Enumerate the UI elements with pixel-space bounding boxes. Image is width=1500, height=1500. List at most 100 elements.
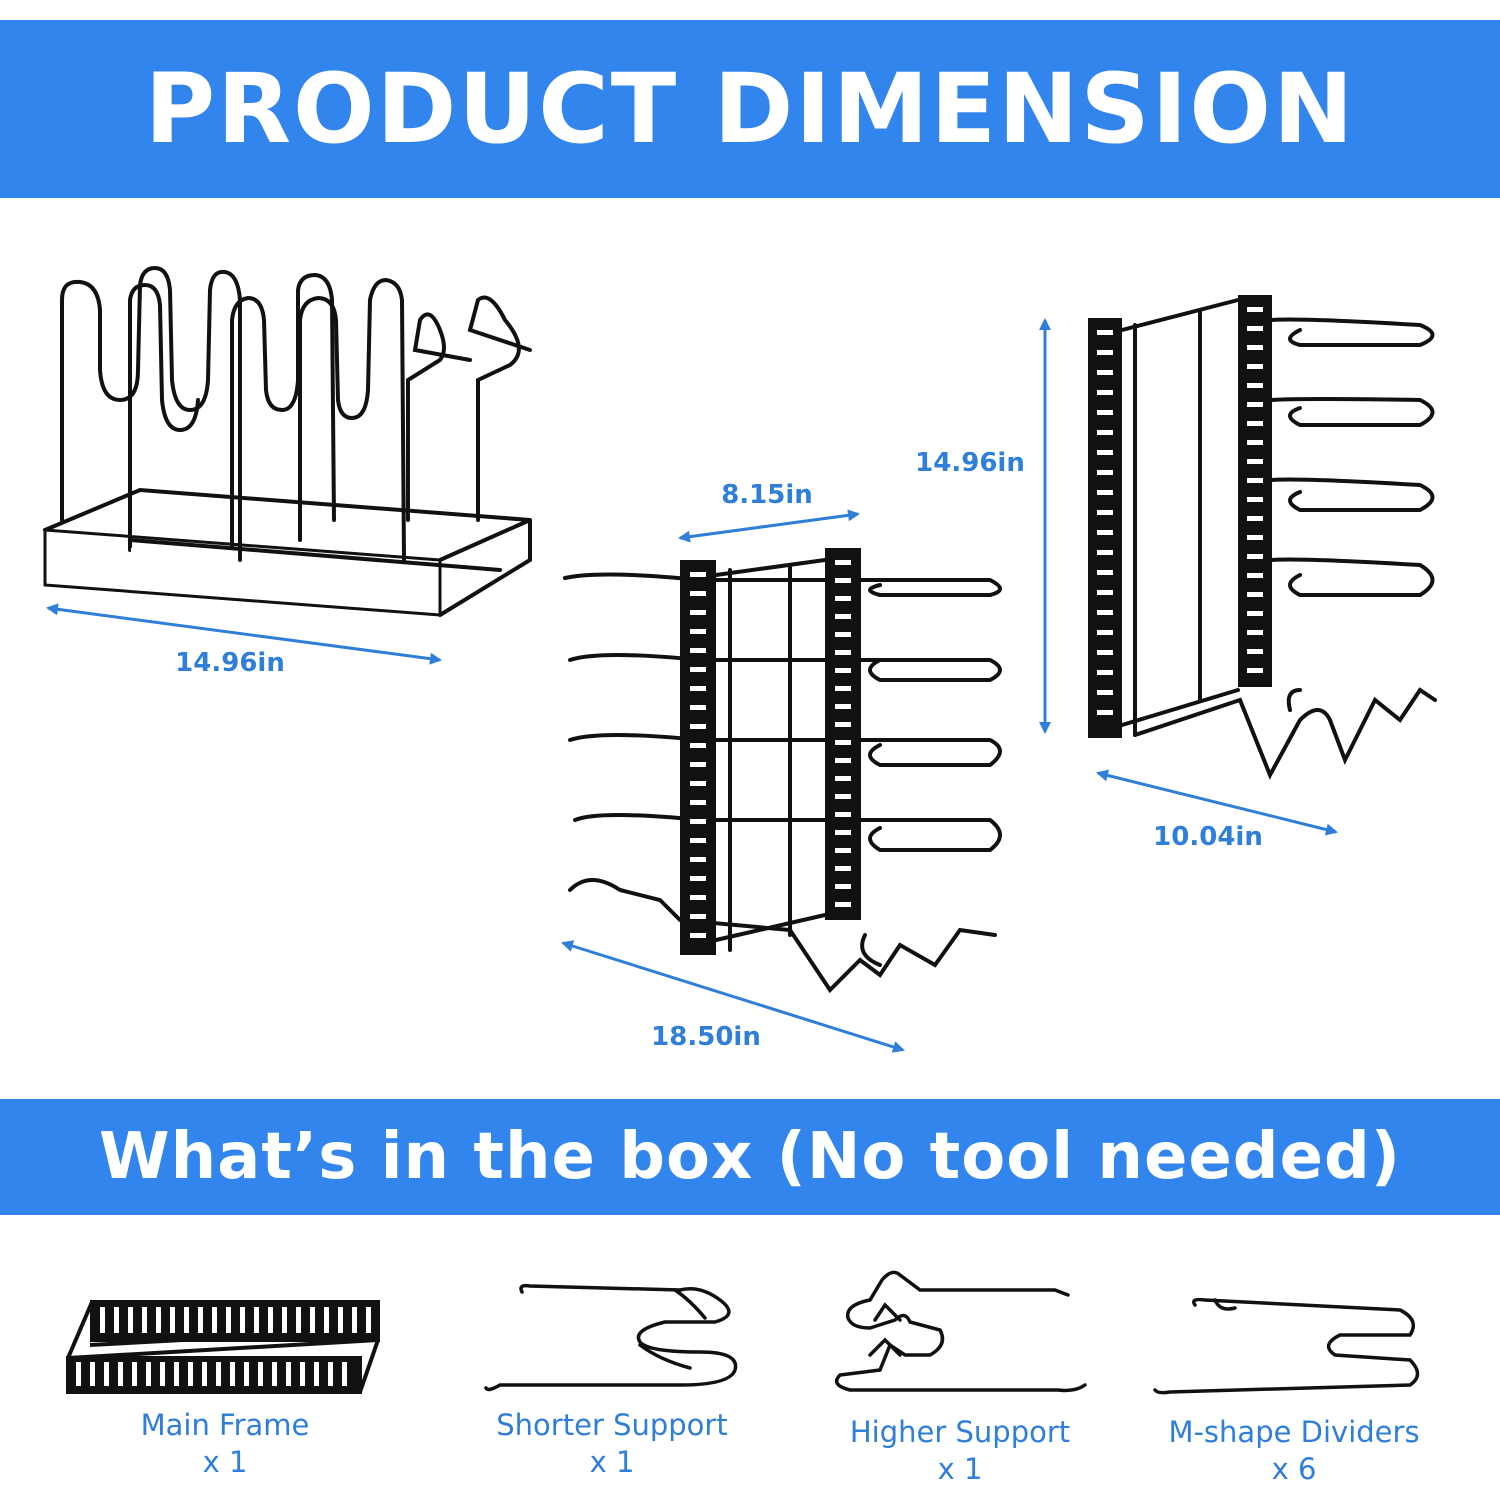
slot-cutout xyxy=(1247,402,1263,407)
slot-cutout xyxy=(690,857,706,862)
slot-cutout xyxy=(90,1362,95,1386)
slot-cutout xyxy=(690,743,706,748)
slot-cutout xyxy=(1097,430,1113,435)
slot-cutout xyxy=(302,560,307,593)
main-frame-image xyxy=(66,1300,380,1394)
m-shape-divider-image xyxy=(1153,1297,1420,1395)
slot-cutout xyxy=(254,1307,259,1333)
slot-cutout xyxy=(690,895,706,900)
slot-cutout xyxy=(352,1307,357,1333)
slot-cutout xyxy=(1247,345,1263,350)
slot-cutout xyxy=(212,1307,217,1333)
part-m-shape-dividers: M-shape Dividers x 6 xyxy=(1168,1414,1419,1488)
slot-cutout xyxy=(1097,530,1113,535)
slot-cutout xyxy=(264,557,269,590)
slot-cutout xyxy=(1247,459,1263,464)
slot-cutout xyxy=(1097,470,1113,475)
slot-cutout xyxy=(170,1307,175,1333)
tall-rack-slots xyxy=(1097,307,1263,715)
part-name: Shorter Support xyxy=(496,1408,728,1442)
slot-cutout xyxy=(300,1362,305,1386)
slot-cutout xyxy=(835,632,851,637)
depth-label: 8.15in xyxy=(721,480,813,510)
slot-cutout xyxy=(226,555,231,588)
higher-support-image xyxy=(834,1270,1087,1393)
slot-cutout xyxy=(1097,350,1113,355)
slot-cutout xyxy=(1247,326,1263,331)
slot-cutout xyxy=(314,1362,319,1386)
slot-cutout xyxy=(226,1307,231,1333)
slot-cutout xyxy=(835,560,851,565)
slot-cutout xyxy=(188,1362,193,1386)
slot-cutout xyxy=(74,543,79,576)
slot-cutout xyxy=(690,629,706,634)
slot-cutout xyxy=(340,563,345,596)
slot-cutout xyxy=(245,556,250,589)
slot-cutout xyxy=(1097,670,1113,675)
slot-cutout xyxy=(1097,510,1113,515)
slot-cutout xyxy=(93,544,98,577)
slot-cutout xyxy=(198,1307,203,1333)
slot-cutout xyxy=(1247,611,1263,616)
horizontal-rack-slots xyxy=(55,542,421,602)
slot-cutout xyxy=(146,1362,151,1386)
slot-cutout xyxy=(690,819,706,824)
slot-cutout xyxy=(835,884,851,889)
slot-cutout xyxy=(1247,592,1263,597)
slot-cutout xyxy=(397,568,402,601)
slot-cutout xyxy=(132,1362,137,1386)
base-width-label: 14.96in xyxy=(175,648,285,678)
slot-cutout xyxy=(835,704,851,709)
slot-cutout xyxy=(240,1307,245,1333)
slot-cutout xyxy=(112,546,117,579)
part-qty: x 1 xyxy=(937,1452,983,1486)
slot-cutout xyxy=(1097,330,1113,335)
slot-cutout xyxy=(150,549,155,582)
slot-cutout xyxy=(169,550,174,583)
slot-cutout xyxy=(1097,690,1113,695)
slot-cutout xyxy=(835,902,851,907)
slot-cutout xyxy=(690,591,706,596)
slot-cutout xyxy=(835,776,851,781)
slot-cutout xyxy=(104,1362,109,1386)
slot-cutout xyxy=(1097,710,1113,715)
slot-cutout xyxy=(118,1362,123,1386)
slot-cutout xyxy=(690,933,706,938)
horizontal-rack-image xyxy=(43,265,532,617)
slot-cutout xyxy=(310,1307,315,1333)
shorter-support-image xyxy=(484,1283,738,1392)
height-label: 14.96in xyxy=(915,448,1025,478)
slot-cutout xyxy=(156,1307,161,1333)
slot-cutout xyxy=(690,572,706,577)
slot-cutout xyxy=(1097,450,1113,455)
slot-cutout xyxy=(1247,668,1263,673)
slot-cutout xyxy=(100,1307,105,1333)
slot-cutout xyxy=(1247,649,1263,654)
part-name: Higher Support xyxy=(849,1415,1071,1449)
slot-cutout xyxy=(690,781,706,786)
slot-cutout xyxy=(416,569,421,602)
slot-cutout xyxy=(114,1307,119,1333)
slot-cutout xyxy=(378,566,383,599)
length-label: 18.50in xyxy=(651,1022,761,1052)
slot-cutout xyxy=(76,1362,81,1386)
slot-cutout xyxy=(342,1362,347,1386)
slot-cutout xyxy=(690,686,706,691)
slot-cutout xyxy=(835,722,851,727)
slot-cutout xyxy=(366,1307,371,1333)
slot-cutout xyxy=(230,1362,235,1386)
slot-cutout xyxy=(282,1307,287,1333)
slot-cutout xyxy=(835,668,851,673)
part-higher-support: Higher Support x 1 xyxy=(850,1414,1070,1488)
slot-cutout xyxy=(835,830,851,835)
slot-cutout xyxy=(1247,516,1263,521)
slot-cutout xyxy=(1097,490,1113,495)
slot-cutout xyxy=(207,553,212,586)
tall-length-label: 10.04in xyxy=(1153,822,1263,852)
slot-cutout xyxy=(1247,554,1263,559)
slot-cutout xyxy=(1097,610,1113,615)
slot-cutout xyxy=(184,1307,189,1333)
slot-cutout xyxy=(1097,650,1113,655)
slot-cutout xyxy=(835,650,851,655)
